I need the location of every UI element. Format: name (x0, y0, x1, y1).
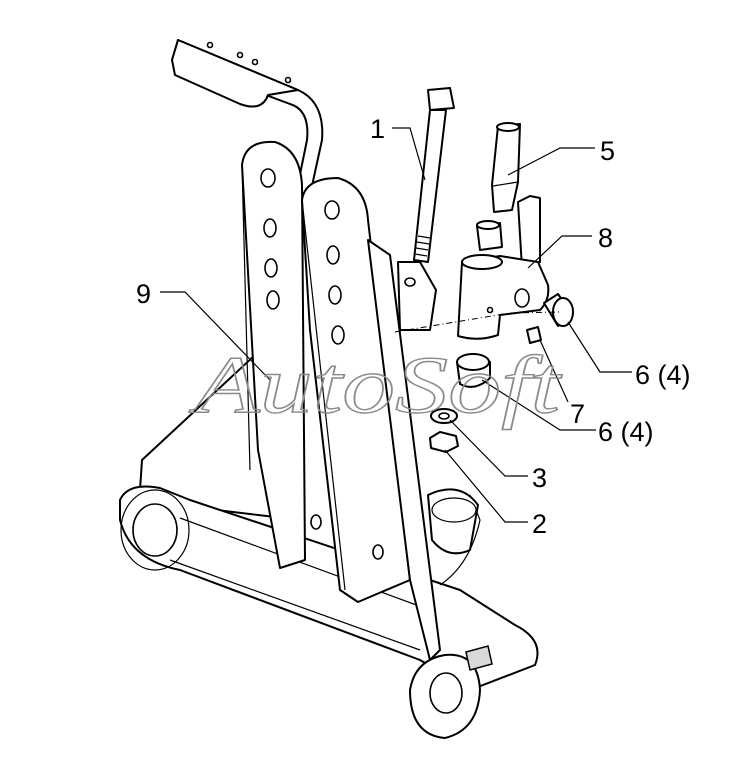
arm-back (241, 140, 322, 569)
upper-bushing (476, 220, 503, 251)
callout-7: 7 (570, 399, 585, 429)
pin (491, 122, 521, 213)
callout-2: 2 (532, 509, 547, 539)
leader-lines (160, 127, 632, 523)
bushing-lower (456, 353, 491, 388)
bushing-right (543, 293, 574, 327)
callout-1: 1 (370, 114, 385, 144)
callout-5: 5 (600, 136, 615, 166)
washer (430, 408, 458, 424)
nut (429, 431, 459, 453)
arm-front (301, 177, 441, 661)
callout-9: 9 (136, 279, 151, 309)
callout-3: 3 (532, 463, 547, 493)
callout-8: 8 (598, 223, 613, 253)
housing (457, 195, 550, 340)
axis-line (509, 311, 561, 314)
callout-6-right: 6 (4) (635, 360, 691, 390)
watermark: AutoSoft (189, 339, 563, 430)
grease-nipple (526, 326, 542, 344)
callout-6-lower: 6 (4) (598, 417, 654, 447)
bolt-bracket-plate (397, 261, 437, 331)
bolt (413, 87, 455, 263)
